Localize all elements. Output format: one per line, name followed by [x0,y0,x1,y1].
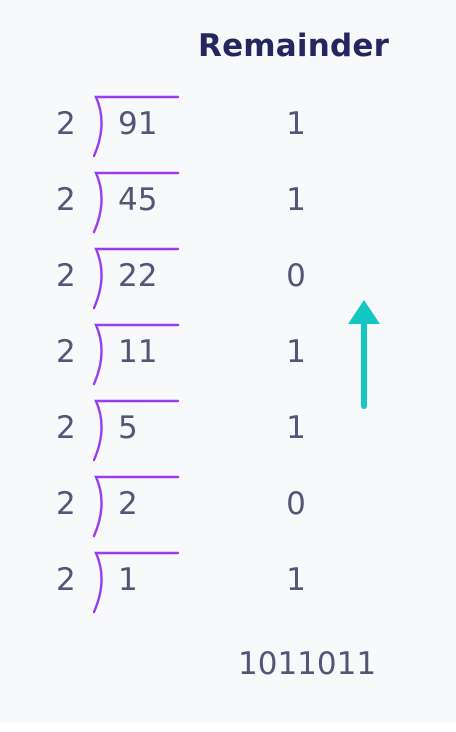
dividend: 1 [118,562,138,598]
remainder-value: 1 [286,182,306,218]
remainder-value: 1 [286,334,306,370]
division-bracket [92,95,180,158]
binary-result: 1011011 [238,646,377,682]
remainder-value: 0 [286,486,306,522]
division-step: 2 1 1 [0,550,456,626]
division-step: 2 5 1 [0,398,456,474]
division-step: 2 2 0 [0,474,456,550]
dividend: 11 [118,334,158,370]
division-bracket [92,399,180,462]
remainder-value: 1 [286,410,306,446]
dividend: 45 [118,182,158,218]
division-bracket [92,247,180,310]
division-step: 2 45 1 [0,170,456,246]
dividend: 2 [118,486,138,522]
divisor: 2 [56,106,76,142]
divisor: 2 [56,258,76,294]
dividend: 22 [118,258,158,294]
division-step: 2 91 1 [0,94,456,170]
dividend: 5 [118,410,138,446]
divisor: 2 [56,334,76,370]
divisor: 2 [56,182,76,218]
division-bracket [92,323,180,386]
arrow-up-icon [348,300,380,409]
remainder-value: 0 [286,258,306,294]
remainder-value: 1 [286,562,306,598]
remainder-value: 1 [286,106,306,142]
divisor: 2 [56,410,76,446]
division-bracket [92,551,180,614]
remainder-heading: Remainder [198,28,390,64]
division-bracket [92,171,180,234]
divisor: 2 [56,562,76,598]
division-bracket [92,475,180,538]
dividend: 91 [118,106,158,142]
divisor: 2 [56,486,76,522]
